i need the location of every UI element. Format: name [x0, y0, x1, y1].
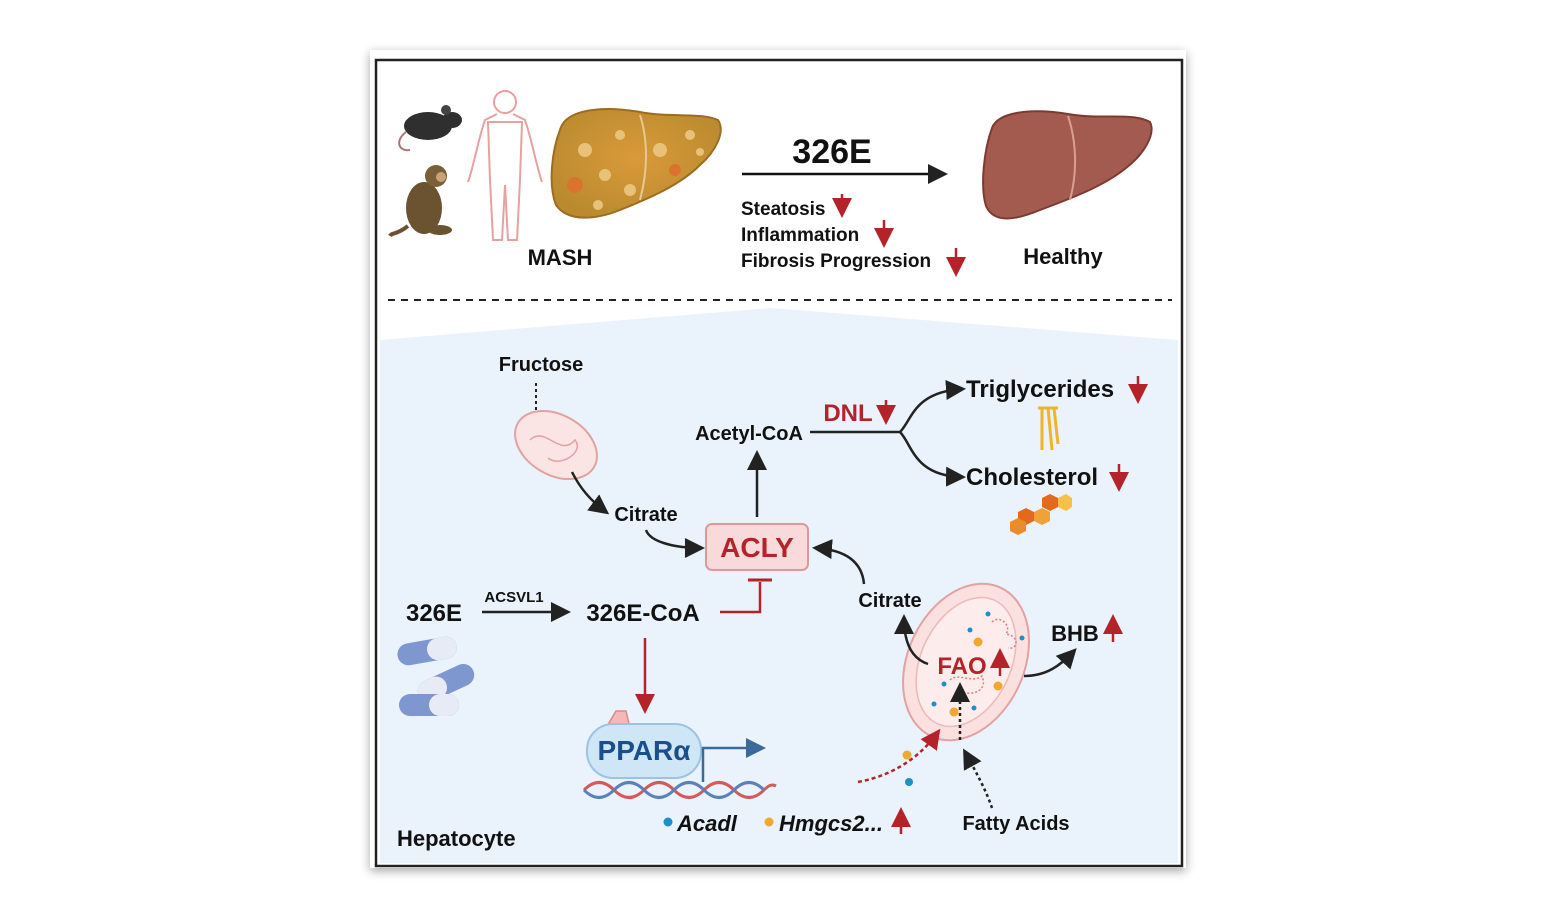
cholesterol-icon [1010, 494, 1072, 535]
mitochondrion-fao-icon [902, 582, 1030, 742]
bhb-label: BHB [1051, 621, 1099, 646]
down-arrow-icon [832, 194, 966, 277]
inner-border [374, 58, 1184, 868]
fatty-acids-arrow [963, 748, 994, 809]
hmgcs2-dot-icon [764, 817, 774, 827]
mito-to-citrate-right-arrow [894, 614, 929, 666]
to-triglycerides-arrow [899, 380, 966, 433]
cholesterol-label: Cholesterol [966, 464, 1098, 491]
transcription-arrow [701, 738, 766, 782]
citrate-left-label: Citrate [614, 504, 677, 526]
dnl-label: DNL [823, 400, 872, 427]
acly-box [705, 523, 809, 571]
mash-label: MASH [528, 245, 593, 270]
acadl-dot-icon [663, 817, 673, 827]
fao-label: FAO [937, 653, 986, 680]
acsvl1-label: ACSVL1 [484, 589, 543, 606]
fatty-liver-icon [550, 108, 722, 219]
mitochondrion-icon [514, 409, 598, 481]
inhibition-line [720, 582, 762, 614]
ppara-box [586, 723, 702, 779]
dot-orange-icon [902, 750, 912, 760]
human-icon [467, 90, 543, 241]
healthy-liver-icon [982, 110, 1153, 220]
drug-label: 326E [406, 600, 462, 627]
citrate-right-to-acly-arrow [812, 539, 866, 585]
fructose-label: Fructose [499, 354, 583, 376]
healthy-label: Healthy [1023, 244, 1103, 269]
mouse-icon [398, 105, 462, 152]
dot-blue-icon [905, 778, 913, 786]
fatty-acids-label: Fatty Acids [962, 813, 1069, 835]
pill-icon [397, 636, 475, 716]
dna-icon [582, 781, 777, 799]
acly-label: ACLY [720, 532, 794, 563]
monkey-icon [388, 165, 452, 238]
citrate-to-acly-arrow [644, 529, 705, 558]
ppara-label: PPARα [598, 735, 691, 766]
effect-inflammation: Inflammation [741, 225, 859, 246]
gene-acadl: Acadl [676, 811, 738, 836]
gene-hmgcs2: Hmgcs2... [779, 811, 883, 836]
gene-to-fao-arrow [857, 728, 941, 784]
hepatocyte-label: Hepatocyte [397, 826, 516, 851]
top-drug-label: 326E [792, 133, 871, 171]
mito-to-citrate-arrow [570, 471, 610, 515]
acetyl-coa-label: Acetyl-CoA [695, 423, 803, 445]
drug-coa-label: 326E-CoA [586, 600, 699, 627]
to-cholesterol-arrow [899, 431, 966, 487]
effect-steatosis: Steatosis [741, 199, 825, 220]
triglyceride-icon [1038, 406, 1060, 451]
effect-fibrosis: Fibrosis Progression [741, 251, 931, 272]
citrate-right-label: Citrate [858, 590, 921, 612]
triglycerides-label: Triglycerides [966, 376, 1114, 403]
fao-to-bhb-arrow [1023, 648, 1077, 678]
